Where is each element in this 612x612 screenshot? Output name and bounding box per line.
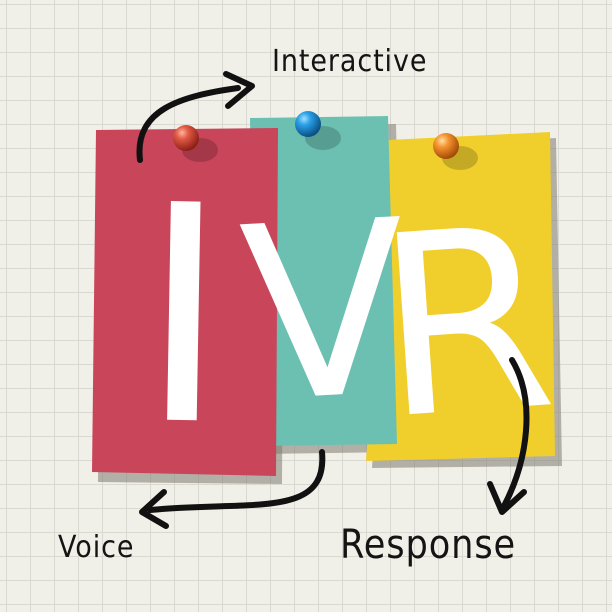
card-yellow [366, 132, 555, 461]
letter-v: V [235, 168, 414, 456]
pushpin-icon-red [173, 125, 218, 162]
pushpin-icon-orange [433, 133, 478, 170]
card-red [92, 128, 278, 476]
label-voice: Voice [58, 530, 135, 565]
label-response: Response [340, 522, 517, 568]
pushpin-icon-blue [295, 111, 341, 150]
curved-arrow-icon-response [487, 357, 530, 515]
curved-arrow-icon-interactive [136, 71, 255, 163]
label-interactive: Interactive [272, 44, 428, 79]
card-teal [250, 116, 397, 446]
curved-arrow-icon-voice [139, 449, 326, 529]
letter-r: R [369, 172, 563, 474]
letter-i: I [136, 141, 231, 491]
